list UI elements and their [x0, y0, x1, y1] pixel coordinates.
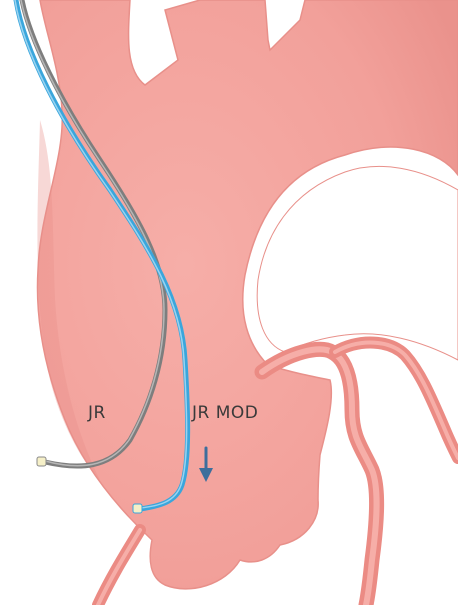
arch-inner-space [257, 166, 458, 360]
right-coronary-artery-highlight [98, 530, 140, 605]
jr-catheter-label: JR [88, 403, 106, 423]
jr-mod-catheter-tip [133, 504, 142, 513]
jr-mod-catheter-label: JR MOD [192, 403, 258, 423]
jr-catheter-tip [37, 457, 46, 466]
